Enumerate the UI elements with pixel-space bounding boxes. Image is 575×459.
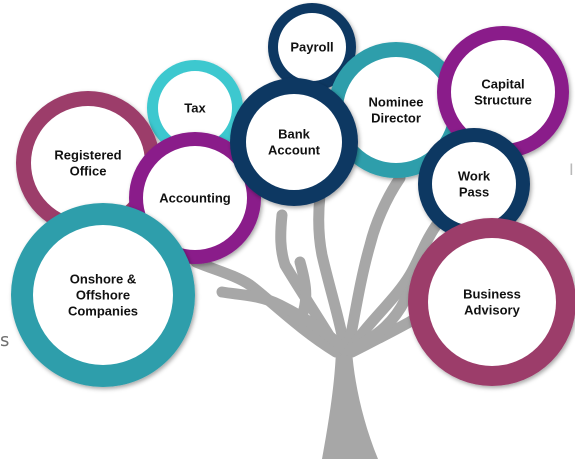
service-node-payroll: Payroll [268, 3, 356, 91]
service-node-tax: Tax [147, 60, 243, 156]
service-label-line: Bank [278, 127, 311, 142]
service-label-line: Companies [68, 304, 138, 319]
service-disc-registered [31, 106, 145, 220]
service-label-line: Structure [474, 93, 532, 108]
tree-trunk [190, 172, 496, 459]
service-disc-workpass [432, 142, 516, 226]
service-label-line: Work [458, 169, 491, 184]
service-label-line: Registered [54, 148, 121, 163]
service-disc-bank [246, 94, 342, 190]
service-label-line: Business [463, 287, 521, 302]
service-label-line: Office [70, 164, 107, 179]
service-disc-capital [451, 40, 555, 144]
service-disc-nominee [343, 57, 449, 163]
service-disc-tax [158, 71, 232, 145]
service-label-line: Pass [459, 185, 489, 200]
service-node-accounting: Accounting [129, 132, 261, 264]
service-label-line: Onshore & [70, 272, 136, 287]
service-label-line: Nominee [369, 95, 424, 110]
cropped-text-fragment-left: s [0, 330, 10, 351]
service-disc-business [428, 238, 556, 366]
service-label-line: Account [268, 143, 321, 158]
service-label-accounting: Accounting [159, 191, 231, 206]
service-label-line: Accounting [159, 191, 231, 206]
service-label-line: Payroll [290, 40, 333, 55]
cropped-text-fragment-right: I [569, 160, 574, 179]
service-label-line: Tax [184, 101, 206, 116]
service-label-tax: Tax [184, 101, 206, 116]
service-disc-accounting [143, 146, 247, 250]
service-disc-onshore [33, 225, 173, 365]
service-label-line: Capital [481, 77, 524, 92]
service-disc-payroll [278, 13, 346, 81]
service-label-line: Advisory [464, 303, 520, 318]
service-label-payroll: Payroll [290, 40, 333, 55]
service-label-line: Offshore [76, 288, 130, 303]
service-label-line: Director [371, 111, 421, 126]
